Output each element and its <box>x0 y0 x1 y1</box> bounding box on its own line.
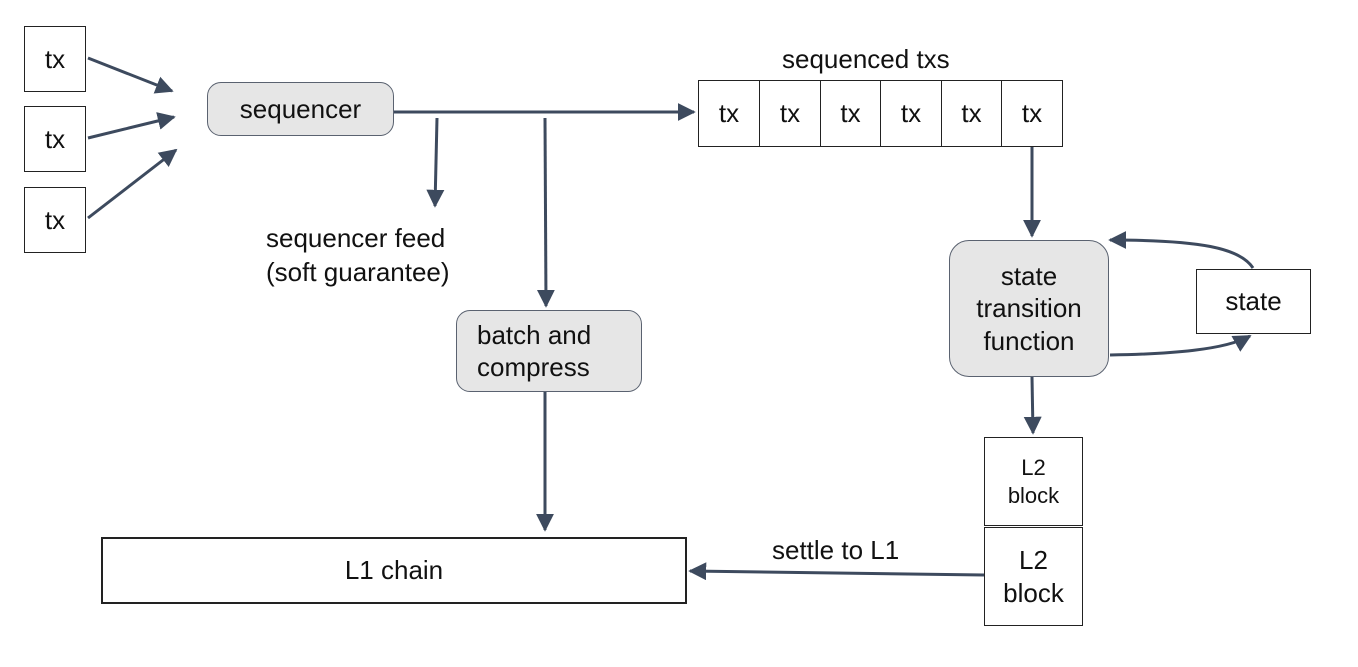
sequenced-txs-label: sequenced txs <box>782 44 950 74</box>
l2-block-bottom: L2 block <box>984 527 1083 626</box>
input-tx-box: tx <box>24 26 86 92</box>
input-tx-box: tx <box>24 106 86 172</box>
state-transition-function-node: state transition function <box>949 240 1109 377</box>
sequenced-tx-label: tx <box>779 98 801 129</box>
arrow-to-batch-and-compress <box>536 117 555 308</box>
arrow-l2-block-to-l1-chain <box>688 562 985 581</box>
sequenced-tx-label: tx <box>840 98 861 129</box>
l2-block-bottom-label: L2 block <box>1003 545 1064 608</box>
sequencer-feed-label: sequencer feed (soft guarantee) <box>266 223 450 287</box>
l1-chain-label: L1 chain <box>344 555 444 586</box>
sequenced-tx-label: tx <box>718 98 740 129</box>
batch-and-compress-label: batch and compress <box>477 319 592 383</box>
input-tx-label: tx <box>44 43 66 74</box>
arrow-state-transition-to-state <box>1109 334 1252 357</box>
sequenced-tx-box: tx <box>1001 80 1063 147</box>
sequenced-tx-label: tx <box>900 98 922 129</box>
l1-chain-node: L1 chain <box>101 537 687 604</box>
state-label: state <box>1225 286 1282 317</box>
sequencer-label: sequencer <box>239 93 362 124</box>
state-node: state <box>1196 269 1311 334</box>
l2-block-top-label: L2 block <box>1007 455 1060 508</box>
batch-and-compress-node: batch and compress <box>456 310 642 392</box>
sequenced-tx-box: tx <box>941 80 1002 147</box>
sequenced-tx-box: tx <box>880 80 942 147</box>
sequenced-tx-label: tx <box>961 98 982 129</box>
arrow-to-sequencer-feed <box>426 117 445 208</box>
arrow-state-to-state-transition <box>1108 231 1255 269</box>
state-transition-function-label: state transition function <box>976 260 1082 356</box>
arrow-tx2-to-sequencer <box>87 112 176 140</box>
settle-to-l1-label: settle to L1 <box>772 535 900 565</box>
sequenced-tx-box: tx <box>820 80 881 147</box>
input-tx-label: tx <box>44 204 66 235</box>
arrow-tx3-to-sequencer <box>87 148 178 220</box>
arrow-tx1-to-sequencer <box>87 56 174 94</box>
sequenced-tx-label: tx <box>1021 98 1043 129</box>
input-tx-label: tx <box>44 123 66 154</box>
sequenced-tx-box: tx <box>759 80 821 147</box>
sequencer-node: sequencer <box>207 82 394 136</box>
arrow-state-transition-to-l2-block <box>1023 376 1042 435</box>
sequenced-tx-box: tx <box>698 80 760 147</box>
l2-block-top: L2 block <box>984 437 1083 526</box>
input-tx-box: tx <box>24 187 86 253</box>
